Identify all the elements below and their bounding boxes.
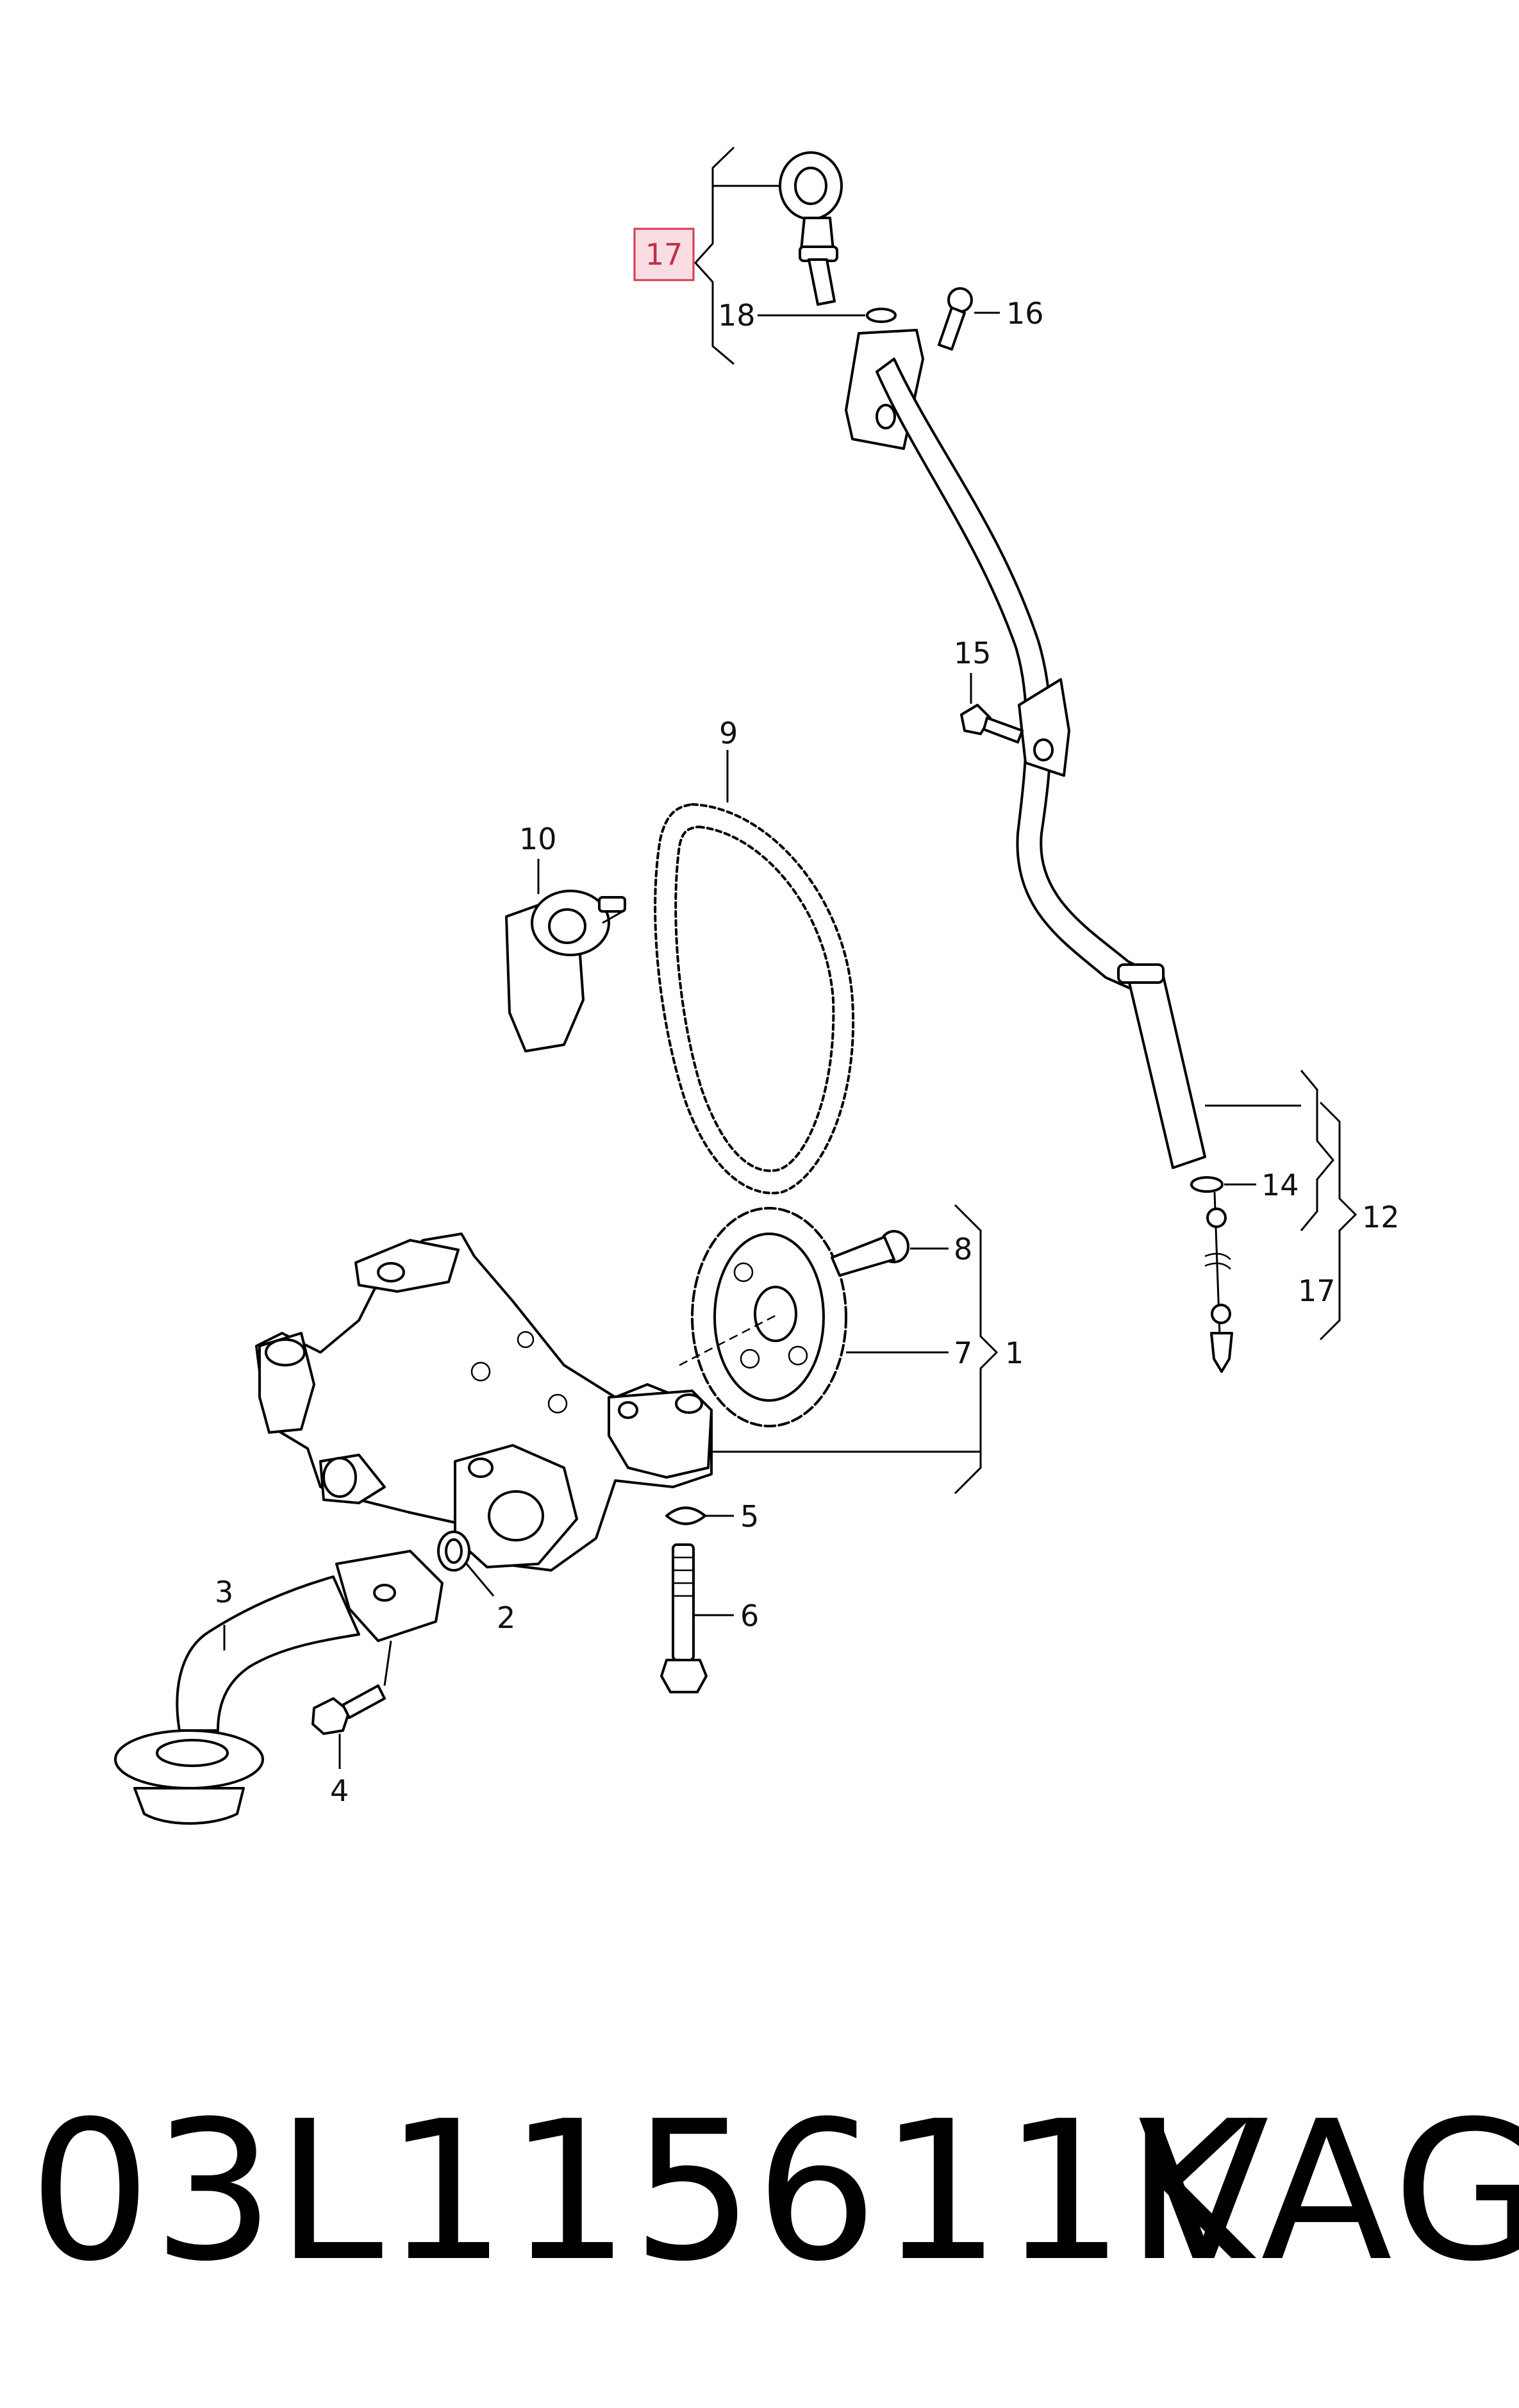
oil-pump <box>255 1233 713 1572</box>
bolt-16 <box>938 287 973 351</box>
callout-10[interactable]: 10 <box>519 822 557 856</box>
callout-17-highlighted[interactable]: 17 <box>633 228 695 281</box>
o-ring-18 <box>866 308 897 323</box>
guide-tube <box>845 329 1206 1169</box>
callout-4[interactable]: 4 <box>330 1773 349 1808</box>
callout-7[interactable]: 7 <box>954 1336 972 1370</box>
callout-8[interactable]: 8 <box>954 1232 972 1266</box>
callout-15[interactable]: 15 <box>954 636 992 670</box>
callout-12[interactable]: 12 <box>1362 1200 1400 1234</box>
callout-16[interactable]: 16 <box>1006 296 1044 331</box>
callout-2[interactable]: 2 <box>497 1600 515 1635</box>
footer: 03L115611K VAG <box>29 2077 1519 2307</box>
dipstick-lower <box>1190 1176 1233 1373</box>
callout-14[interactable]: 14 <box>1261 1168 1299 1202</box>
bolt-6 <box>660 1543 708 1693</box>
callout-18[interactable]: 18 <box>718 298 756 333</box>
callout-17-top: 17 <box>645 237 683 272</box>
drive-chain <box>654 803 855 1195</box>
callout-6[interactable]: 6 <box>740 1598 759 1633</box>
bolt-8 <box>831 1230 909 1277</box>
circlip <box>665 1506 706 1525</box>
callout-5[interactable]: 5 <box>740 1499 759 1534</box>
bolt-4 <box>311 1684 386 1735</box>
dipstick-handle <box>779 151 843 306</box>
gasket <box>437 1531 470 1572</box>
pickup-tube <box>114 1550 444 1825</box>
callout-3[interactable]: 3 <box>215 1575 233 1609</box>
callout-1[interactable]: 1 <box>1005 1336 1024 1370</box>
chain-tensioner <box>505 890 626 1052</box>
bolt-15 <box>960 704 1024 743</box>
part-number: 03L115611K <box>29 2080 1254 2304</box>
callout-17-right[interactable]: 17 <box>1298 1274 1336 1308</box>
sprocket <box>691 1207 847 1427</box>
callout-9[interactable]: 9 <box>719 716 738 751</box>
brand-label: VAG <box>1138 2080 1519 2304</box>
